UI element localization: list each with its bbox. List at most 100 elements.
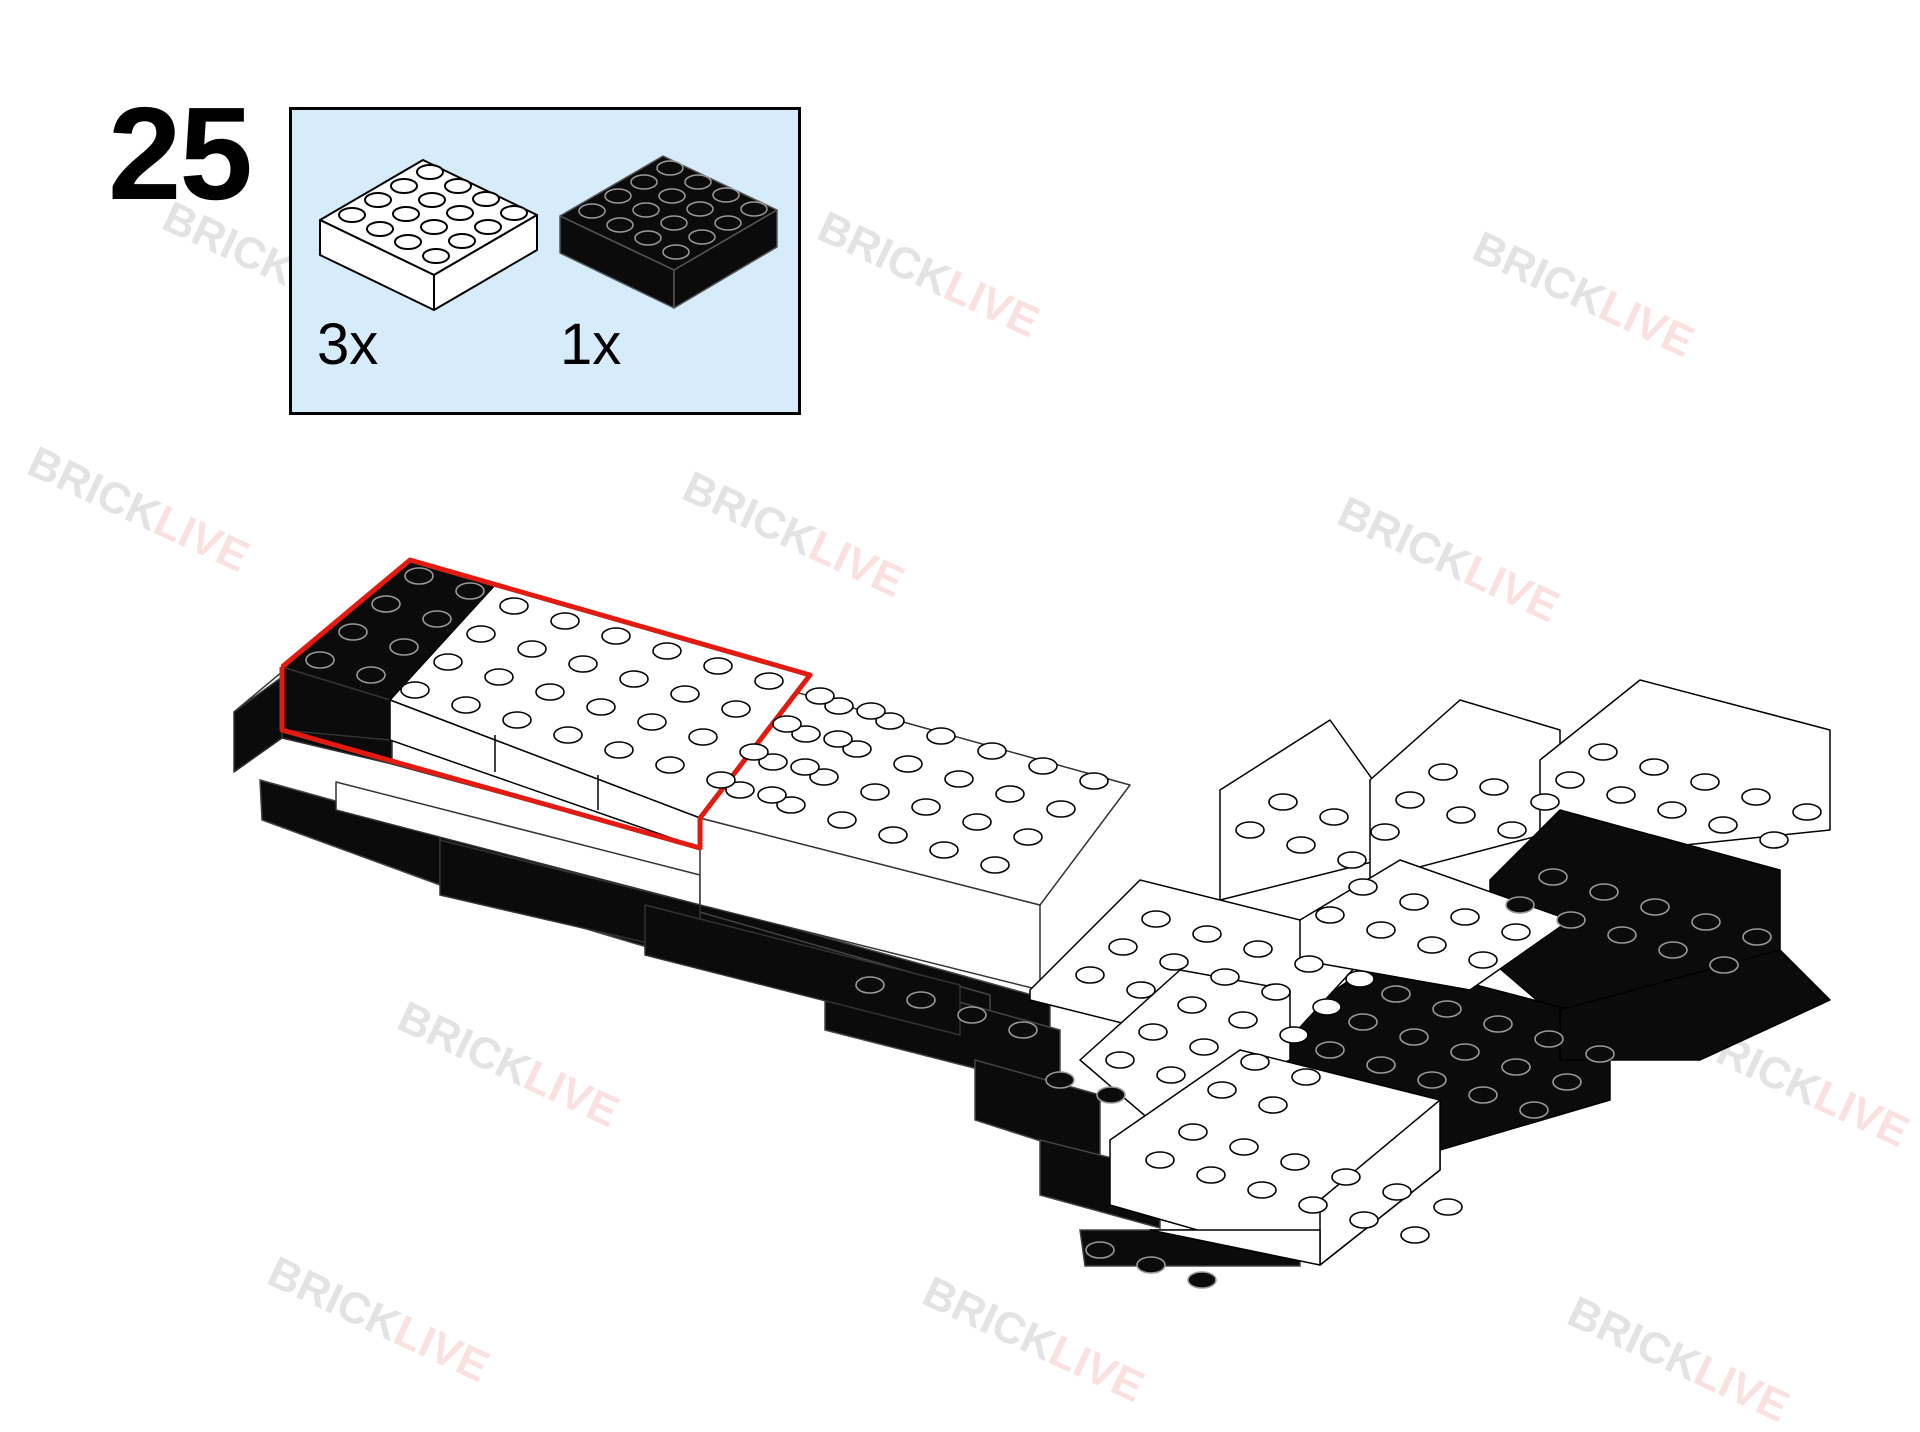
- stud: [1366, 1056, 1396, 1074]
- stud: [1534, 1030, 1564, 1048]
- stud: [1691, 913, 1721, 931]
- black-2x4-brick-icon: [559, 155, 778, 309]
- stud: [842, 740, 872, 758]
- stud: [535, 683, 565, 701]
- stud: [371, 595, 401, 613]
- stud: [725, 781, 755, 799]
- stud: [670, 685, 700, 703]
- stud: [1096, 1086, 1126, 1104]
- stud: [1210, 968, 1240, 986]
- stud: [586, 698, 616, 716]
- stud: [1207, 1081, 1237, 1099]
- stud: [824, 697, 854, 715]
- stud: [1607, 926, 1637, 944]
- stud: [652, 642, 682, 660]
- stud: [805, 687, 835, 705]
- stud: [1588, 743, 1618, 761]
- stud: [1483, 1015, 1513, 1033]
- stud: [1538, 868, 1568, 886]
- stud: [1589, 883, 1619, 901]
- stud: [433, 653, 463, 671]
- stud: [466, 625, 496, 643]
- stud: [929, 841, 959, 859]
- stud: [1657, 801, 1687, 819]
- stud: [1136, 1256, 1166, 1274]
- stud: [1337, 851, 1367, 869]
- stud: [1294, 955, 1324, 973]
- step-number: 25: [108, 80, 253, 227]
- stud: [827, 811, 857, 829]
- stud: [451, 696, 481, 714]
- stud: [1189, 1038, 1219, 1056]
- stud: [1432, 1000, 1462, 1018]
- stud: [739, 743, 769, 761]
- stud: [1156, 1066, 1186, 1084]
- stud: [1450, 1043, 1480, 1061]
- stud: [878, 826, 908, 844]
- stud: [1108, 938, 1138, 956]
- stud: [1286, 836, 1316, 854]
- stud: [860, 783, 890, 801]
- stud: [1331, 1168, 1361, 1186]
- stud: [356, 666, 386, 684]
- stud: [1228, 1011, 1258, 1029]
- stud: [1141, 910, 1171, 928]
- stud: [1585, 1045, 1615, 1063]
- stud: [1759, 831, 1789, 849]
- stud: [1177, 996, 1207, 1014]
- stud: [502, 711, 532, 729]
- stud: [1145, 1151, 1175, 1169]
- stud: [1658, 941, 1688, 959]
- stud: [980, 856, 1010, 874]
- stud: [1400, 1226, 1430, 1244]
- stud: [1501, 923, 1531, 941]
- stud: [1178, 1123, 1208, 1141]
- stud: [721, 700, 751, 718]
- stud: [568, 655, 598, 673]
- stud: [1258, 1096, 1288, 1114]
- stud: [1446, 806, 1476, 824]
- stud: [1792, 803, 1822, 821]
- stud: [550, 612, 580, 630]
- stud: [1741, 788, 1771, 806]
- stud: [655, 756, 685, 774]
- stud: [1126, 981, 1156, 999]
- stud: [688, 728, 718, 746]
- quantity-white-brick: 3x: [317, 312, 379, 377]
- stud: [1268, 793, 1298, 811]
- stud: [1417, 1071, 1447, 1089]
- stud: [1640, 898, 1670, 916]
- stud: [604, 741, 634, 759]
- model-assembly-illustration: [233, 557, 1831, 1289]
- stud: [757, 786, 787, 804]
- stud: [1530, 793, 1560, 811]
- stud: [1312, 998, 1342, 1016]
- stud: [962, 813, 992, 831]
- stud: [1742, 928, 1772, 946]
- stud: [1468, 951, 1498, 969]
- stud: [1105, 1051, 1135, 1069]
- stud: [906, 991, 936, 1009]
- stud: [911, 798, 941, 816]
- stud: [1261, 983, 1291, 1001]
- stud: [422, 610, 452, 628]
- stud: [601, 627, 631, 645]
- stud: [1552, 1073, 1582, 1091]
- stud: [305, 651, 335, 669]
- stud: [856, 702, 886, 720]
- stud: [1501, 1058, 1531, 1076]
- stud: [995, 785, 1025, 803]
- stud: [1229, 1138, 1259, 1156]
- stud: [1319, 808, 1349, 826]
- stud: [1370, 823, 1400, 841]
- stud: [855, 976, 885, 994]
- stud: [758, 753, 788, 771]
- stud: [1399, 1028, 1429, 1046]
- stud: [1187, 1271, 1217, 1289]
- stud: [1450, 908, 1480, 926]
- stud: [517, 640, 547, 658]
- stud: [1279, 1026, 1309, 1044]
- stud: [400, 681, 430, 699]
- stud: [338, 623, 368, 641]
- stud: [1433, 1198, 1463, 1216]
